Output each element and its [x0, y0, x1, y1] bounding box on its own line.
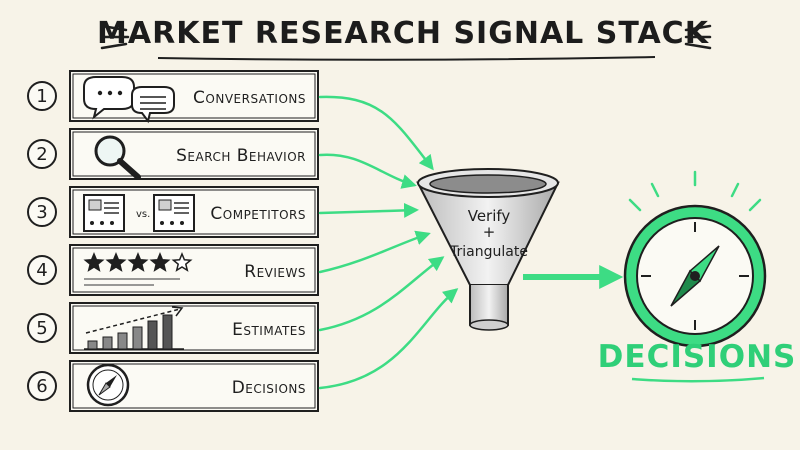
arrow-2	[318, 153, 417, 189]
competitor-compare-icon: vs.	[83, 194, 195, 232]
step-card-inner-border	[72, 247, 316, 293]
step-label: Conversations	[193, 88, 306, 108]
step-number: 1	[36, 86, 47, 107]
step-number: 6	[36, 376, 47, 397]
title-sparkle-left-icon	[100, 24, 130, 50]
funnel-line-2: +	[483, 223, 496, 241]
step-number-badge	[27, 371, 57, 401]
step-number: 3	[36, 202, 47, 223]
step-card-inner-border	[72, 131, 316, 177]
arrow-3	[318, 202, 419, 218]
star-rating-icon	[83, 252, 193, 286]
magnifier-icon	[94, 135, 141, 180]
title-group: Market Research Signal Stack	[97, 16, 712, 61]
step-card-inner-border	[72, 363, 316, 409]
title-sparkle-right-icon	[684, 24, 712, 50]
step-card-inner-border	[72, 305, 316, 351]
step-label: Estimates	[232, 320, 306, 340]
step-card-2: 2 Search Behavior	[27, 128, 319, 180]
step-number-badge	[27, 313, 57, 343]
steps-list: 1 Conversations 2 Search Behavior 3 vs. Compet…	[27, 70, 319, 412]
bar-growth-icon	[84, 306, 184, 350]
arrow-1	[318, 95, 434, 171]
chat-bubbles-icon	[83, 76, 175, 124]
outcome-label: Decisions	[598, 339, 797, 375]
vs-label: vs.	[136, 209, 150, 220]
decision-compass-icon	[623, 170, 767, 348]
step-number: 2	[36, 144, 47, 165]
step-label: Search Behavior	[176, 146, 306, 166]
step-number: 4	[36, 260, 47, 281]
step-card-inner-border	[72, 189, 316, 235]
step-number-badge	[27, 139, 57, 169]
funnel: Verify + Triangulate	[416, 168, 560, 331]
funnel-line-3: Triangulate	[449, 244, 528, 260]
arrow-6	[318, 288, 459, 390]
step-number-badge	[27, 255, 57, 285]
step-card-4: 4 Reviews	[27, 244, 319, 296]
arrow-4	[318, 230, 431, 274]
compass-icon	[86, 363, 130, 407]
step-card-6: 6 Decisions	[27, 360, 319, 412]
step-card-inner-border	[72, 73, 316, 119]
funnel-line-1: Verify	[468, 207, 511, 225]
step-label: Reviews	[244, 262, 306, 282]
title-underline	[157, 56, 656, 61]
step-card-5: 5 Estimates	[27, 302, 319, 354]
step-label: Decisions	[232, 378, 306, 398]
step-number: 5	[36, 318, 47, 339]
step-number-badge	[27, 81, 57, 111]
step-label: Competitors	[210, 204, 306, 224]
step-number-badge	[27, 197, 57, 227]
arrow-5	[318, 256, 445, 332]
step-card-3: 3 vs. Competitors	[27, 186, 319, 238]
step-card-1: 1 Conversations	[27, 70, 319, 124]
input-arrows	[318, 95, 459, 390]
page-title: Market Research Signal Stack	[97, 16, 710, 51]
outcome-underline	[631, 376, 765, 383]
